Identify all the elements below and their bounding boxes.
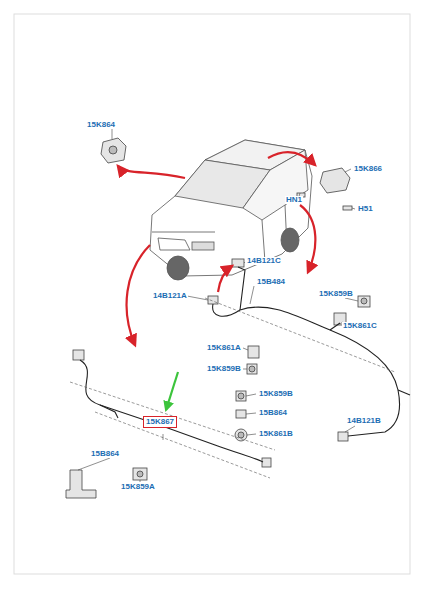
part-number: 15B864	[90, 450, 120, 458]
part-number: 15K861A	[206, 344, 242, 352]
wiring-harness	[80, 267, 410, 462]
part-number: 14B121C	[246, 257, 282, 265]
part-number: H51	[357, 205, 374, 213]
dashed-guides	[70, 298, 395, 478]
part-icons	[66, 138, 370, 498]
part-number: 14B121A	[152, 292, 188, 300]
part-number: 15K859B	[318, 290, 354, 298]
part-number: 15K859B	[258, 390, 294, 398]
part-number: 15K861C	[342, 322, 378, 330]
part-number: 15B864	[258, 409, 288, 417]
part-number: 15K867	[146, 418, 174, 426]
highlighted-part-box: 15K867	[143, 416, 177, 428]
part-number: 15K859A	[120, 483, 156, 491]
part-number: 15B484	[256, 278, 286, 286]
part-number: 15K859B	[206, 365, 242, 373]
part-number: HN1	[285, 196, 303, 204]
frame	[14, 14, 410, 574]
part-number: 15K864	[86, 121, 116, 129]
part-number: 15K866	[353, 165, 383, 173]
leader-lines	[78, 129, 358, 482]
part-number: 15K861B	[258, 430, 294, 438]
location-arrows	[118, 152, 315, 345]
vehicle	[150, 140, 312, 280]
highlight-arrow	[166, 372, 178, 410]
part-number: 14B121B	[346, 417, 382, 425]
